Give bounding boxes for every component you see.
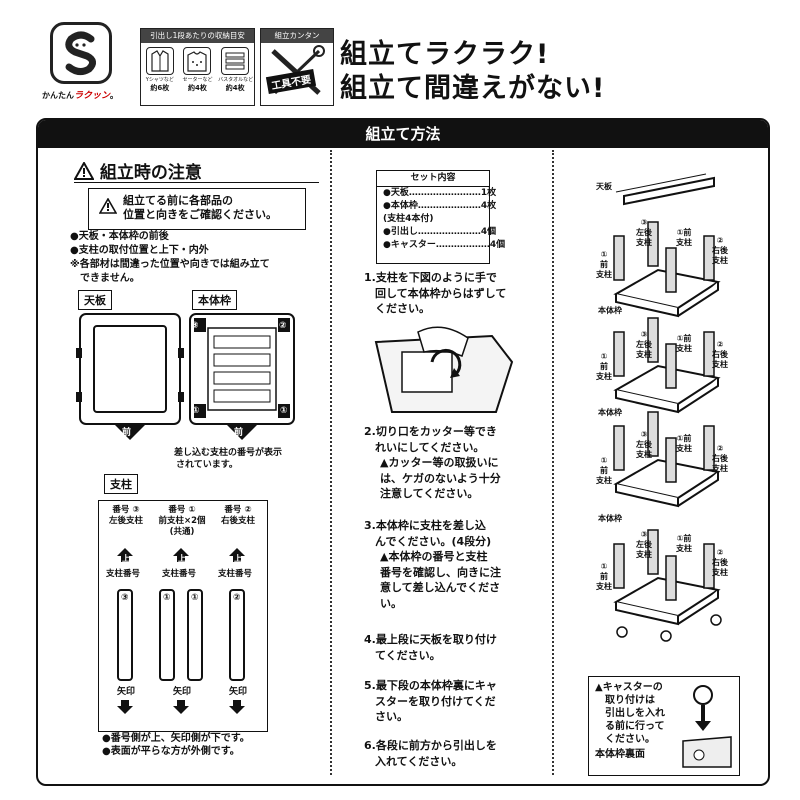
caster-note-box: ▲キャスターの 取り付けは 引出しを入れ る前に行って ください。 本体枠裏面 <box>588 676 740 776</box>
towel-icon <box>221 47 250 75</box>
set-row: ●引出し…………………4個 <box>383 227 497 237</box>
caution-bullet: できません。 <box>70 273 140 284</box>
up-marker: 上 <box>178 554 186 563</box>
diagram-frame-label: 本体枠 <box>598 408 622 417</box>
posts-label: 支柱 <box>104 474 138 494</box>
caution-title: 組立時の注意 <box>73 158 202 183</box>
column-divider <box>330 150 332 775</box>
diagram-frame-label: 本体枠 <box>598 306 622 315</box>
frame-number-left-back: ③ <box>191 321 199 331</box>
arrow-label: 矢印 <box>229 687 248 697</box>
post-mark: ③ <box>121 593 129 603</box>
frame-number-front-right: ① <box>280 406 288 416</box>
smile-s-icon <box>50 22 112 84</box>
label-front-a: ①前支柱 <box>676 434 692 453</box>
label-front-a: ①前支柱 <box>676 534 692 553</box>
post-mark: ② <box>233 593 241 603</box>
set-row: (支柱4本付) <box>383 214 434 224</box>
sweater-icon <box>183 47 212 75</box>
frame-note: 差し込む支柱の番号が表示 されています。 <box>174 448 283 470</box>
label-front-a: ①前支柱 <box>676 334 692 353</box>
caution-bullet: ※各部材は間違った位置や向きでは組み立て <box>70 259 270 270</box>
step-4: 4.最上段に天板を取り付け てください。 <box>364 633 497 662</box>
post-mark: ① <box>191 593 199 603</box>
post-mark: ① <box>163 593 171 603</box>
tool-header: 組立カンタン <box>261 29 333 43</box>
caution-bullet: ●天板・本体枠の前後 <box>70 231 169 242</box>
post-number-label: 支柱番号 <box>218 569 253 579</box>
posts-note: ●番号側が上、矢印側が下です。 <box>102 733 250 744</box>
set-row: ●キャスター………………4個 <box>383 240 506 250</box>
section-title: 組立て方法 <box>38 120 768 148</box>
frame-number-right-back: ② <box>279 321 287 331</box>
warning-icon <box>73 160 95 180</box>
assembly-panel: 組立て方法 <box>36 118 770 786</box>
caution-box: 組立てる前に各部品の位置と向きをご確認ください。 <box>88 188 306 230</box>
post-number-label: 支柱番号 <box>162 569 197 579</box>
set-row: ●天板……………………1枚 <box>383 188 497 198</box>
set-contents-box: セット内容 ●天板……………………1枚 ●本体枠…………………4枚 (支柱4本付… <box>376 170 506 264</box>
posts-figure <box>117 548 245 681</box>
set-contents-title: セット内容 <box>377 171 489 187</box>
warning-icon <box>99 198 117 214</box>
step-1: 1.支柱を下図のように手で 回して本体枠からはずして ください。 <box>364 271 507 315</box>
caution-underline <box>74 182 319 183</box>
assembly-diagram <box>613 173 722 642</box>
caution-bullet: ●支柱の取付位置と上下・内外 <box>70 245 209 256</box>
set-row: ●本体枠…………………4枚 <box>383 201 497 211</box>
caster-icon <box>682 685 732 768</box>
shirt-icon <box>145 47 174 75</box>
spec-item-sweater: セーターなど 約4枚 <box>180 47 214 93</box>
frame-figure <box>189 313 295 440</box>
step-1-illustration <box>374 326 514 413</box>
diagram-frame-label: 本体枠 <box>598 514 622 523</box>
front-marker: 前 <box>122 428 132 438</box>
step-2: 2.切り口をカッター等でき れいにしてください。 ▲カッター等の取扱いには、ケガ… <box>364 425 501 500</box>
no-tools-box: 組立カンタン 工具不要 <box>260 28 334 106</box>
storage-spec-box: 引出し1段あたりの収納目安 Yシャツなど 約6枚 セーターなど 約4枚 バスタオ… <box>140 28 255 106</box>
up-marker: 上 <box>122 554 130 563</box>
front-marker: 前 <box>234 428 244 438</box>
column-divider <box>552 150 554 775</box>
post-number-label: 支柱番号 <box>106 569 141 579</box>
spec-item-shirt: Yシャツなど 約6枚 <box>143 47 177 93</box>
diagram-top-board-label: 天板 <box>596 182 612 191</box>
brand-logo: かんたんラクッン。 <box>42 22 132 104</box>
label-front-a: ①前支柱 <box>676 228 692 247</box>
headline-line-2: 組立て間違えがない! <box>340 73 606 104</box>
step-3: 3.本体枠に支柱を差し込 んでください。(4段分) ▲本体枠の番号と支柱番号を確… <box>364 519 501 610</box>
arrow-label: 矢印 <box>117 687 136 697</box>
logo-caption: かんたんラクッン。 <box>42 91 119 101</box>
headline-line-1: 組立てラクラク! <box>340 39 550 70</box>
spec-item-towel: バスタオルなど 約4枚 <box>218 47 253 93</box>
frame-label: 本体枠 <box>192 290 237 310</box>
top-board-figure <box>76 313 184 440</box>
down-arrows <box>117 700 245 714</box>
spec-header: 引出し1段あたりの収納目安 <box>141 29 254 43</box>
frame-number-front-left: ① <box>192 406 200 416</box>
step-6: 6.各段に前方から引出しを 入れてください。 <box>364 739 497 768</box>
caster-note-text: ▲キャスターの 取り付けは 引出しを入れ る前に行って ください。 本体枠裏面 <box>595 682 665 760</box>
top-board-label: 天板 <box>78 290 112 310</box>
posts-note: ●表面が平らな方が外側です。 <box>102 746 240 757</box>
up-marker: 上 <box>234 554 242 563</box>
arrow-label: 矢印 <box>173 687 192 697</box>
step-5: 5.最下段の本体枠裏にキャ スターを取り付けてくだ さい。 <box>364 679 497 723</box>
